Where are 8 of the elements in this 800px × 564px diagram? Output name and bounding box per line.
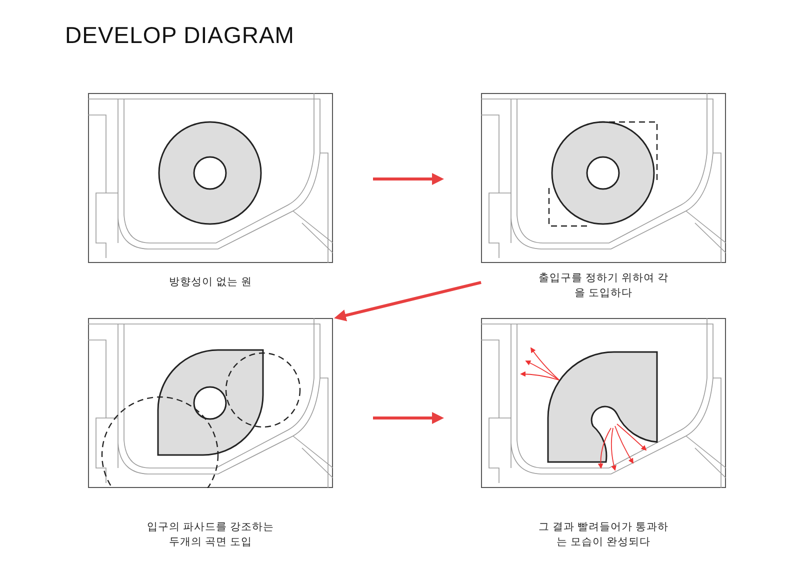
node-label: 출입구를 정하기 위하여 각을 도입하다 xyxy=(538,271,670,301)
arrow xyxy=(373,173,444,185)
node-label: 방향성이 없는 원 xyxy=(168,275,253,290)
arrow xyxy=(334,281,482,322)
node-label: 그 결과 빨려들어가 통과하는 모습이 완성되다 xyxy=(538,520,670,550)
arrow xyxy=(373,412,444,424)
node-label: 입구의 파사드를 강조하는 두개의 곡면 도입 xyxy=(146,520,275,550)
title: DEVELOP DIAGRAM xyxy=(65,22,294,49)
